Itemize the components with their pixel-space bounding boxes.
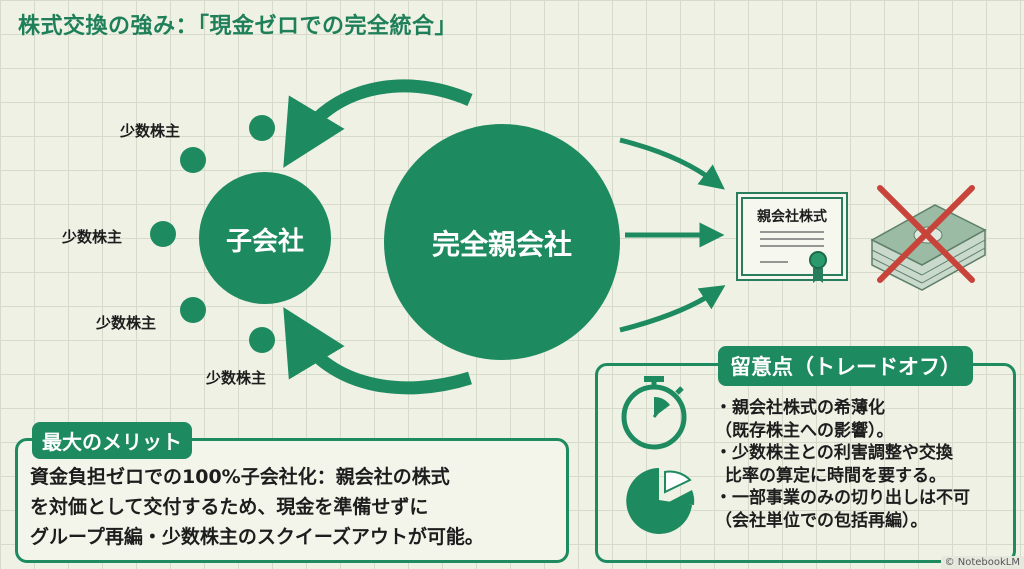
minority-shareholder-dot	[180, 297, 206, 323]
caution-line: （既存株主への影響）。	[715, 420, 894, 441]
merit-heading: 最大のメリット	[32, 422, 192, 459]
bottom-curved-arrow	[283, 307, 472, 395]
pie-chart-icon	[626, 468, 695, 534]
minority-shareholder-label: 少数株主	[120, 122, 181, 140]
watermark: © NotebookLM	[940, 556, 1024, 569]
minority-shareholder-dot	[249, 327, 275, 353]
stopwatch-icon	[621, 376, 687, 450]
caution-line: 比率の算定に時間を要する。	[725, 465, 946, 486]
minority-shareholder-dot	[249, 115, 275, 141]
minority-shareholder-dot	[180, 147, 206, 173]
minority-shareholder-label: 少数株主	[62, 228, 123, 246]
certificate-icon	[736, 192, 848, 283]
page-title: 株式交換の強み：「現金ゼロでの完全統合」	[18, 14, 458, 39]
caution-line: ・少数株主との利害調整や交換	[715, 443, 953, 463]
caution-line: ・親会社株式の希薄化	[715, 398, 885, 418]
minority-shareholder-label: 少数株主	[206, 369, 267, 387]
subsidiary-circle	[199, 172, 331, 304]
caution-heading: 留意点（トレードオフ）	[718, 346, 973, 386]
caution-list: ・親会社株式の希薄化 （既存株主への影響）。 ・少数株主との利害調整や交換 比率…	[715, 397, 1015, 532]
minority-shareholder-dot	[150, 221, 176, 247]
cross-mark-icon	[877, 185, 975, 283]
parent-company-label: 完全親会社	[431, 228, 572, 261]
parent-company-circle	[384, 124, 620, 360]
minority-shareholder-label: 少数株主	[96, 314, 157, 332]
caution-line: ・一部事業のみの切り出しは不可	[715, 488, 970, 508]
certificate-label: 親会社株式	[757, 209, 827, 225]
merit-line: グループ再編・少数株主のスクイーズアウトが可能。	[30, 526, 484, 548]
arrow-right	[619, 285, 726, 333]
caution-line: （会社単位での包括再編）。	[715, 510, 928, 531]
arrow-right	[619, 137, 725, 190]
merit-line: 資金負担ゼロでの100%子会社化：親会社の株式	[30, 466, 450, 488]
merit-line: を対価として交付するため、現金を準備せずに	[30, 496, 429, 518]
subsidiary-label: 子会社	[225, 227, 304, 257]
merit-text: 資金負担ゼロでの100%子会社化：親会社の株式 を対価として交付するため、現金を…	[30, 462, 560, 552]
top-curved-arrow	[283, 79, 473, 168]
